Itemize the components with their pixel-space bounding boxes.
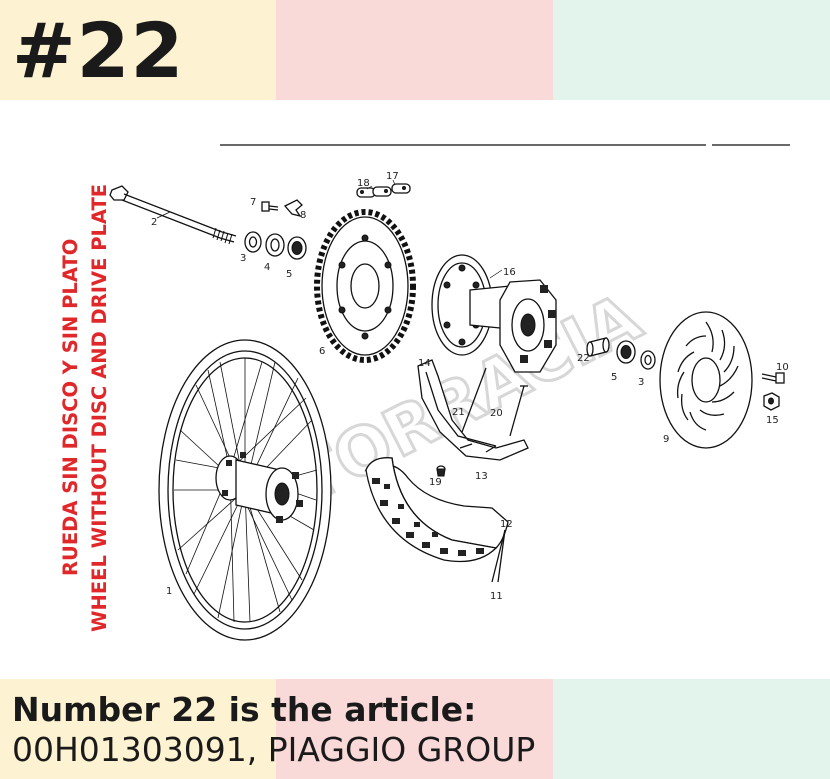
- part-axle: [109, 185, 237, 245]
- exploded-parts-diagram: MOTORRACIA RUEDA SIN DISCO Y SIN PLATO W…: [59, 144, 790, 641]
- part-spacer-22: [586, 337, 610, 357]
- callout-21: 21: [452, 407, 465, 418]
- part-spacer-3: [244, 231, 262, 253]
- part-nut-15: [763, 392, 780, 411]
- callout-12: 12: [500, 519, 513, 530]
- bottom-color-band: [0, 679, 830, 779]
- top-color-band: [0, 0, 830, 100]
- part-rod-21: [461, 367, 487, 433]
- band-green: [553, 679, 830, 779]
- part-screw-19: [436, 465, 446, 477]
- callout-6: 6: [319, 346, 325, 357]
- callout-22: 22: [577, 353, 590, 364]
- band-pink: [276, 0, 553, 100]
- side-text-english: WHEEL WITHOUT DISC AND DRIVE PLATE: [88, 184, 111, 632]
- part-wheel-hub: [215, 452, 303, 523]
- callout-5: 5: [286, 269, 292, 280]
- caption-heading: Number 22 is the article:: [12, 690, 477, 729]
- callout-19: 19: [429, 477, 442, 488]
- callout-labels: 1 2 3 4 5 6 7 8 18 17 16 14 21 20 19 13 …: [151, 171, 789, 602]
- callout-16: 16: [503, 267, 516, 278]
- callout-1: 1: [166, 586, 172, 597]
- part-bearing-5: [287, 236, 307, 260]
- part-seal-4: [265, 233, 285, 257]
- callout-2: 2: [151, 217, 157, 228]
- callout-7: 7: [250, 197, 256, 208]
- part-brake-disc: [659, 311, 753, 449]
- callout-3: 3: [240, 253, 246, 264]
- caption-article-number: 00H01303091, PIAGGIO GROUP: [12, 730, 536, 769]
- callout-8: 8: [300, 210, 306, 221]
- part-chain-guard: [417, 359, 529, 461]
- callout-18: 18: [357, 178, 370, 189]
- part-spacer-3-right: [640, 350, 656, 370]
- band-green: [553, 0, 830, 100]
- part-hub-flange: [431, 254, 557, 373]
- callout-3-right: 3: [638, 377, 644, 388]
- callout-9: 9: [663, 434, 669, 445]
- callout-11: 11: [490, 591, 503, 602]
- part-bearing-5-right: [616, 340, 636, 364]
- callout-4: 4: [264, 262, 270, 273]
- part-tyre: [364, 457, 509, 583]
- callout-15: 15: [766, 415, 779, 426]
- part-clip-8: [283, 199, 303, 218]
- side-text-spanish: RUEDA SIN DISCO Y SIN PLATO: [59, 239, 82, 576]
- band-pink: [276, 679, 553, 779]
- callout-17: 17: [386, 171, 399, 182]
- callout-14: 14: [418, 358, 431, 369]
- callout-20: 20: [490, 408, 503, 419]
- leader-lines: [156, 179, 503, 279]
- part-bolt-7: [261, 201, 279, 212]
- part-chain-link: [356, 183, 411, 198]
- part-sprocket: [314, 209, 416, 363]
- band-yellow: [0, 0, 276, 100]
- part-rod-20: [509, 385, 528, 437]
- part-number-title: #22: [12, 6, 185, 95]
- callout-10: 10: [776, 362, 789, 373]
- callout-13: 13: [475, 471, 488, 482]
- part-bolt-10: [761, 372, 785, 384]
- callout-5-right: 5: [611, 372, 617, 383]
- band-yellow: [0, 679, 276, 779]
